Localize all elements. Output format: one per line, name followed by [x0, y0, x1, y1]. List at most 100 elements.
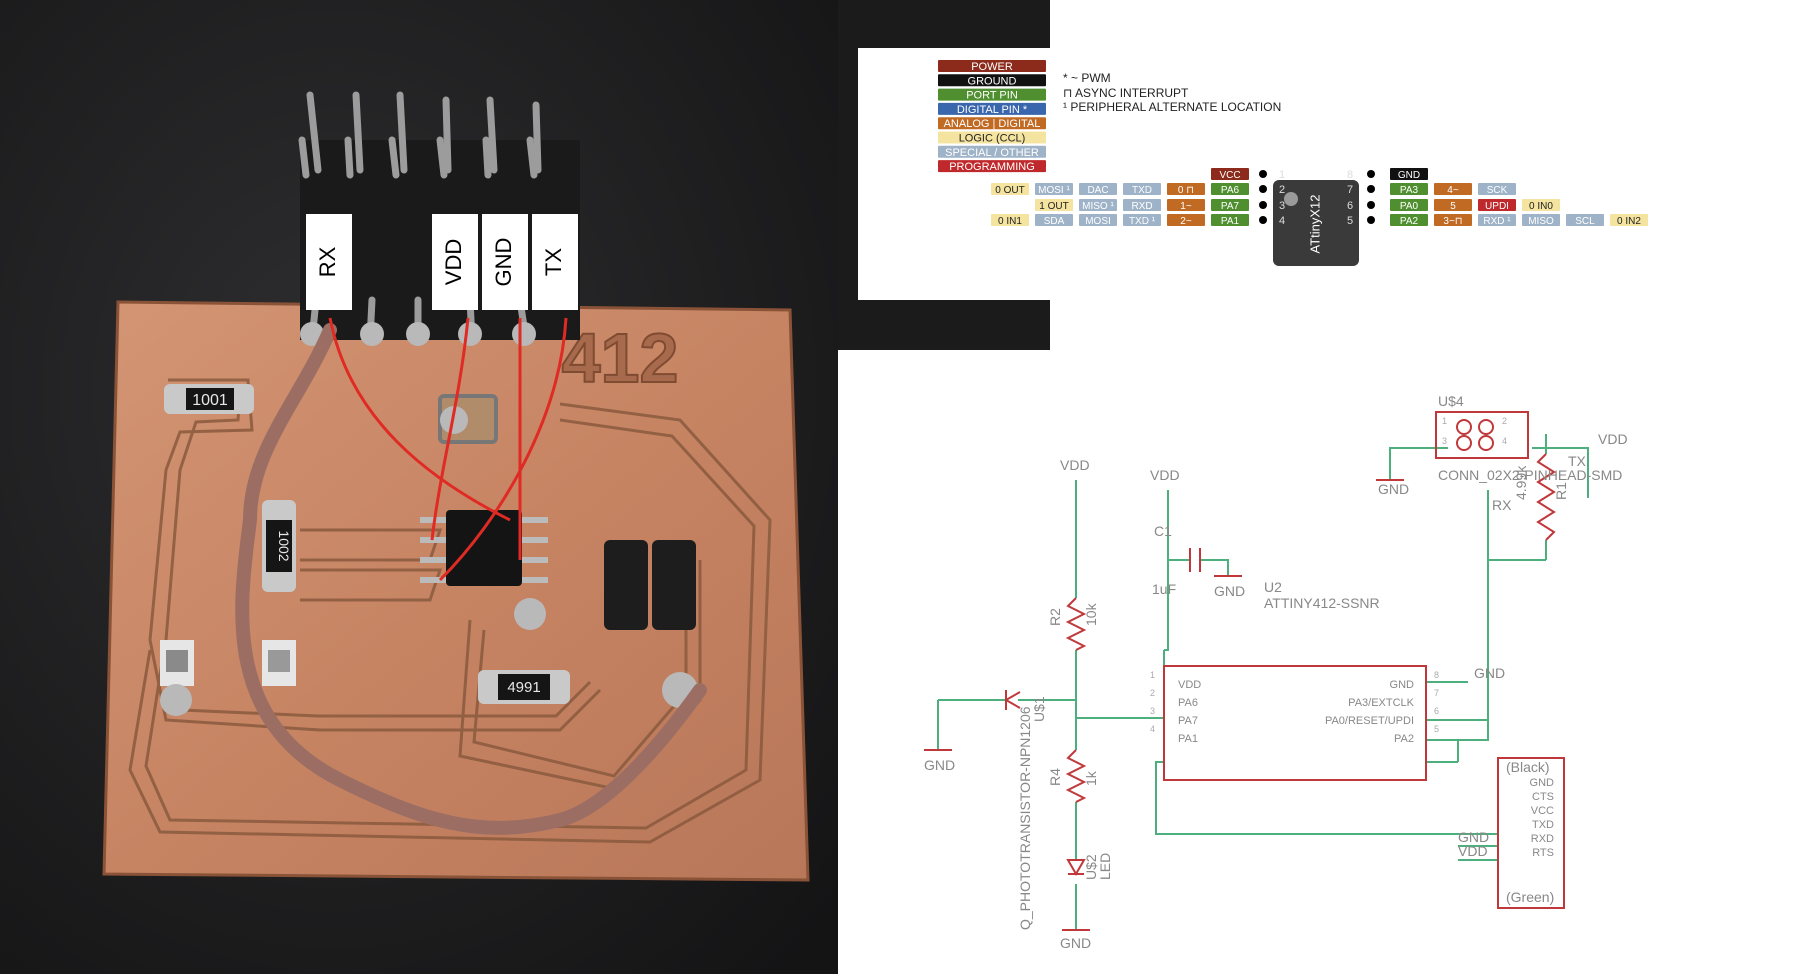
legend-swatch-3: [938, 102, 1046, 115]
r2-value: 10k: [1083, 602, 1099, 626]
board-text-412: 412: [562, 319, 679, 397]
pin-tag-right-text-0-0: GND: [1398, 170, 1420, 181]
u2-num-6: 6: [1434, 706, 1439, 716]
pin-tag-left-text-3-3: TXD ¹: [1129, 216, 1156, 227]
u2-num-5: 5: [1434, 724, 1439, 734]
pin-tag-right-3-4: [1566, 214, 1604, 226]
svg-text:RX: RX: [315, 246, 340, 277]
ftdi-pin-gnd: GND: [1530, 777, 1555, 789]
pin-dot-right-0: [1367, 170, 1375, 178]
pin-dot-right-2: [1367, 201, 1375, 209]
pin-tag-left-1-5: [1211, 183, 1249, 195]
pin-tag-left-text-3-0: 0 IN1: [998, 216, 1022, 227]
c1-name: C1: [1154, 523, 1172, 539]
ftdi-pin-rxd: RXD: [1531, 833, 1554, 845]
resistor-4991: 4991: [478, 670, 570, 704]
u4-part: CONN_02X2-PINHEAD-SMD: [1438, 467, 1622, 483]
ftdi-pin-rts: RTS: [1532, 847, 1554, 859]
pin-tag-right-3-5: [1610, 214, 1648, 226]
pin-tag-right-2-3: [1522, 199, 1560, 211]
chip-pin-num-left-3: 4: [1279, 215, 1285, 227]
pin-tag-right-text-1-2: SCK: [1487, 185, 1508, 196]
pin-tag-right-text-1-0: PA3: [1400, 185, 1419, 196]
ftdi-top: (Black): [1506, 759, 1550, 775]
pin-tag-right-text-3-3: MISO: [1528, 216, 1554, 227]
pin-tag-left-text-1-1: MOSI ¹: [1038, 185, 1070, 196]
u2-pin-vdd: VDD: [1178, 679, 1201, 691]
pin-tag-left-3-1: [1035, 214, 1073, 226]
svg-text:1002: 1002: [276, 530, 292, 561]
legend-label-0: POWER: [971, 61, 1013, 73]
u2-part: ATTINY412-SSNR: [1264, 595, 1380, 611]
net-tx: TX: [1568, 453, 1587, 469]
label-vdd: [432, 214, 478, 310]
ftdi-bottom: (Green): [1506, 889, 1554, 905]
net-vdd-ftdi: VDD: [1458, 843, 1488, 859]
r2-name: R2: [1047, 608, 1063, 626]
pin-tag-left-text-0-0: VCC: [1219, 170, 1240, 181]
pin-tag-right-text-3-4: SCL: [1575, 216, 1595, 227]
legend-swatch-5: [938, 131, 1046, 144]
u4-pin-4: 4: [1502, 436, 1507, 446]
pin-tag-left-2-1: [1079, 199, 1117, 211]
svg-text:4991: 4991: [507, 679, 540, 696]
pin-tag-right-3-2: [1478, 214, 1516, 226]
legend-swatch-4: [938, 117, 1046, 130]
u2-num-4: 4: [1150, 724, 1155, 734]
pinout-chip: ATtinyX12: [1273, 180, 1359, 266]
led-name: U$2: [1083, 854, 1099, 880]
legend-label-7: PROGRAMMING: [949, 161, 1035, 173]
pin-dot-left-3: [1259, 216, 1267, 224]
pin-tag-left-3-2: [1079, 214, 1117, 226]
pin-tag-left-1-3: [1123, 183, 1161, 195]
u4-pin-1: 1: [1442, 416, 1447, 426]
pin-tag-left-text-3-5: PA1: [1221, 216, 1240, 227]
svg-text:TX: TX: [541, 248, 566, 276]
pin-tag-left-text-2-0: 1 OUT: [1039, 201, 1068, 212]
label-gnd: [482, 214, 528, 310]
pin-tag-right-1-1: [1434, 183, 1472, 195]
chip-name: ATtinyX12: [1307, 194, 1322, 253]
led-part: LED: [1097, 853, 1113, 880]
ftdi-pin-vcc: VCC: [1531, 805, 1554, 817]
board-photo: 412 1001 1002 4991: [0, 0, 838, 974]
pin-dot-left-2: [1259, 201, 1267, 209]
pin-tag-right-text-3-0: PA2: [1400, 216, 1419, 227]
pin-tag-right-text-3-5: 0 IN2: [1617, 216, 1641, 227]
led: [262, 640, 296, 686]
net-vdd-header: VDD: [1598, 431, 1628, 447]
pinout-notes: * ~ PWM ⊓ ASYNC INTERRUPT ¹ PERIPHERAL A…: [1063, 71, 1281, 114]
legend-swatch-2: [938, 88, 1046, 101]
net-vdd-r2: VDD: [1060, 457, 1090, 473]
chip-pin-num-left-0: 1: [1279, 169, 1285, 181]
r1-name: R1: [1553, 482, 1569, 500]
net-gnd-ftdi: GND: [1458, 829, 1489, 845]
net-gnd-header: GND: [1378, 481, 1409, 497]
pin-tag-right-3-3: [1522, 214, 1560, 226]
net-gnd-c1: GND: [1214, 583, 1245, 599]
legend-swatch-6: [938, 145, 1046, 158]
pin-tag-right-text-2-1: 5: [1450, 201, 1456, 212]
svg-text:1001: 1001: [192, 392, 228, 409]
u2-pin-pa7: PA7: [1178, 715, 1198, 727]
pin-tag-right-text-2-3: 0 IN0: [1529, 201, 1553, 212]
pin-tag-right-3-0: [1390, 214, 1428, 226]
u2-num-3: 3: [1150, 706, 1155, 716]
pin-tag-left-text-1-2: DAC: [1087, 185, 1108, 196]
pin-tag-left-3-5: [1211, 214, 1249, 226]
u2-num-2: 2: [1150, 688, 1155, 698]
net-vdd-c1: VDD: [1150, 467, 1180, 483]
r1-value: 4.99k: [1513, 465, 1529, 500]
pin-tag-right-1-2: [1478, 183, 1516, 195]
pin-tag-left-text-3-2: MOSI: [1085, 216, 1111, 227]
pin-tag-right-3-1: [1434, 214, 1472, 226]
pin-tag-right-text-3-2: RXD ¹: [1483, 216, 1511, 227]
pin-tag-left-text-2-1: MISO ¹: [1082, 201, 1114, 212]
pin-tag-right-text-3-1: 3~⊓: [1443, 216, 1462, 227]
pin-tag-left-3-0: [991, 214, 1029, 226]
net-gnd-photo: GND: [924, 757, 955, 773]
pin-dot-right-1: [1367, 185, 1375, 193]
